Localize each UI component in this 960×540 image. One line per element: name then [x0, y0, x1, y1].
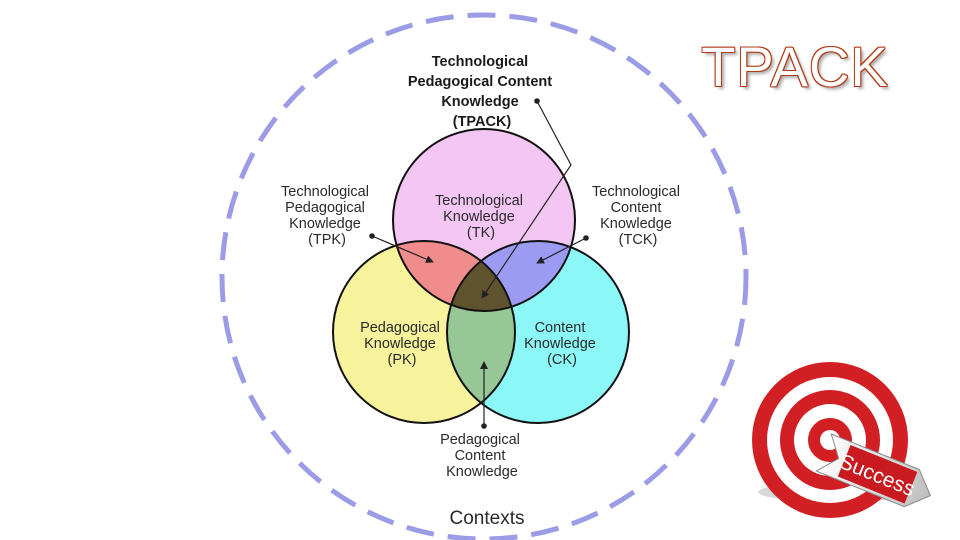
tk-label: Technological Knowledge (TK)	[435, 193, 527, 241]
tck-label: Technological Content Knowledge (TCK)	[592, 184, 684, 248]
tpk-label: Technological Pedagogical Knowledge (TPK…	[281, 184, 373, 248]
tpack-label: Technological Pedagogical Content Knowle…	[408, 54, 556, 130]
pk-label: Pedagogical Knowledge (PK)	[360, 320, 444, 368]
pointer-dots	[369, 98, 589, 429]
page-title: TPACK	[701, 35, 889, 98]
contexts-label: Contexts	[450, 508, 525, 529]
pointer-lines	[371, 100, 587, 426]
success-target-image: Success	[752, 362, 932, 518]
tpack-center	[447, 241, 515, 311]
pck-label: Pedagogical Content Knowledge	[440, 432, 524, 480]
contexts-boundary	[219, 12, 749, 540]
ck-label: Content Knowledge (CK)	[524, 320, 600, 368]
